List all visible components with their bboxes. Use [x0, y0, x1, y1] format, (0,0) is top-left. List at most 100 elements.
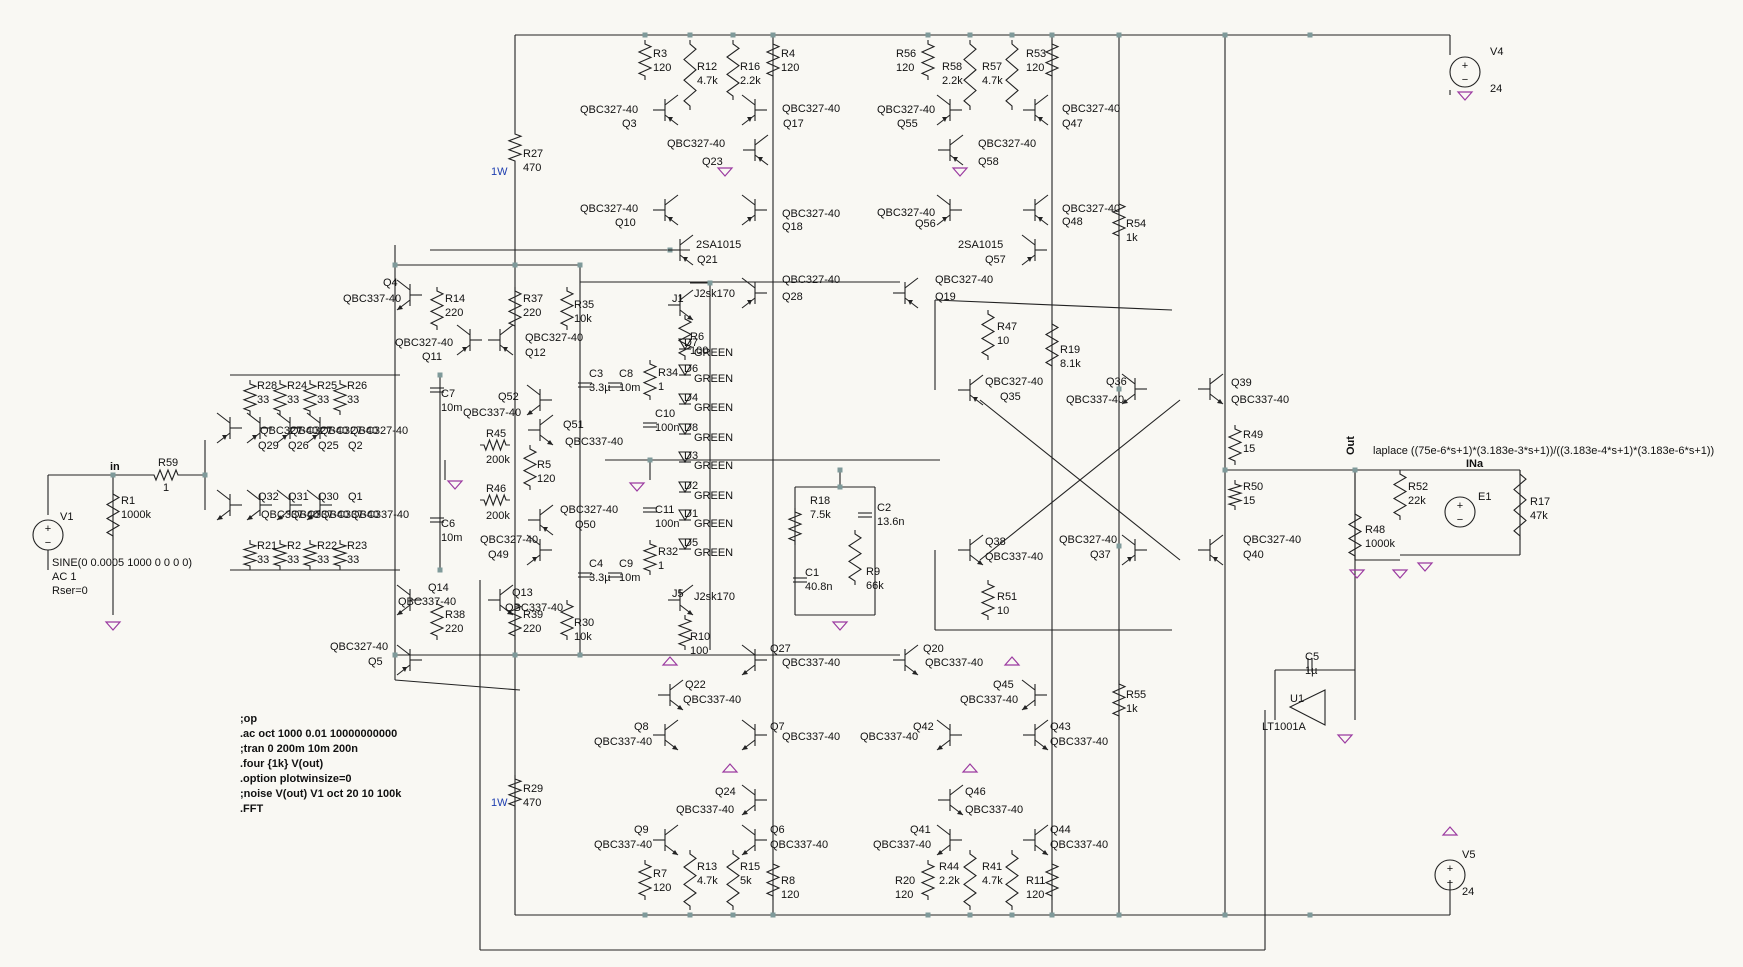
resistor-r58[interactable] [963, 40, 977, 110]
resistor-r25[interactable] [302, 380, 318, 415]
resistor-r16[interactable] [726, 40, 740, 100]
resistor-r45[interactable] [480, 438, 510, 452]
transistor-q9[interactable] [653, 824, 679, 856]
transistor-q18[interactable] [741, 194, 767, 226]
resistor-r5[interactable] [522, 445, 538, 490]
transistor-q41[interactable] [936, 824, 962, 856]
transistor-q25[interactable] [276, 412, 302, 444]
capacitor-c3[interactable] [578, 382, 592, 388]
resistor-r13[interactable] [683, 850, 697, 910]
transistor-q13[interactable] [488, 584, 514, 616]
transistor-q7[interactable] [741, 719, 767, 751]
resistor-r14[interactable] [429, 287, 445, 330]
resistor-r15[interactable] [726, 850, 740, 910]
resistor-r48[interactable] [1347, 510, 1363, 560]
diode-d8[interactable] [678, 423, 692, 436]
transistor-q38[interactable] [958, 534, 984, 566]
resistor-r9[interactable] [847, 530, 863, 585]
resistor-r29[interactable] [507, 775, 523, 810]
capacitor-c6[interactable] [430, 517, 444, 523]
jfet-j5[interactable] [668, 584, 694, 616]
dependent-source-e1[interactable]: +− [1444, 496, 1476, 528]
resistor-r10[interactable] [677, 615, 693, 650]
transistor-q55[interactable] [936, 94, 962, 126]
transistor-q29[interactable] [216, 412, 242, 444]
resistor-r39[interactable] [507, 600, 523, 640]
resistor-r32[interactable] [642, 540, 658, 575]
capacitor-c4[interactable] [578, 572, 592, 578]
resistor-r3[interactable] [637, 40, 653, 80]
resistor-r54[interactable] [1111, 200, 1127, 240]
transistor-q5[interactable] [396, 644, 422, 676]
transistor-q22[interactable] [658, 679, 684, 711]
transistor-q51[interactable] [528, 414, 554, 446]
transistor-q58[interactable] [938, 134, 964, 166]
resistor-r22[interactable] [302, 540, 318, 570]
transistor-q35[interactable] [958, 374, 984, 406]
transistor-q39[interactable] [1198, 373, 1224, 405]
resistor-r21[interactable] [242, 540, 258, 570]
transistor-q11[interactable] [456, 324, 482, 356]
transistor-q24[interactable] [741, 784, 767, 816]
transistor-q42[interactable] [936, 719, 962, 751]
transistor-q46[interactable] [938, 784, 964, 816]
diode-d6[interactable] [678, 364, 692, 377]
transistor-q48[interactable] [1023, 194, 1049, 226]
transistor-q12[interactable] [488, 324, 514, 356]
transistor-q8[interactable] [653, 719, 679, 751]
resistor-r59[interactable] [150, 468, 182, 482]
capacitor-c2[interactable] [858, 512, 872, 518]
transistor-q45[interactable] [1021, 679, 1047, 711]
resistor-r7[interactable] [637, 860, 653, 900]
transistor-q57[interactable] [1021, 234, 1047, 266]
transistor-q6[interactable] [741, 824, 767, 856]
resistor-r52[interactable] [1392, 470, 1408, 520]
transistor-q19[interactable] [893, 277, 919, 309]
resistor-r35[interactable] [559, 287, 575, 330]
resistor-r57[interactable] [1005, 40, 1019, 110]
transistor-q36[interactable] [1121, 373, 1147, 405]
resistor-r23[interactable] [332, 540, 348, 570]
transistor-q23[interactable] [743, 134, 769, 166]
resistor-r18[interactable] [787, 508, 803, 545]
diode-d5[interactable] [678, 538, 692, 551]
transistor-q56[interactable] [936, 194, 962, 226]
diode-d3[interactable] [678, 451, 692, 464]
resistor-r24[interactable] [272, 380, 288, 415]
resistor-r41[interactable] [1005, 850, 1019, 910]
resistor-r1[interactable] [105, 490, 121, 540]
resistor-r55[interactable] [1111, 680, 1127, 720]
resistor-r6[interactable] [677, 315, 693, 360]
voltage-source-v4[interactable]: +− [1449, 56, 1481, 88]
resistor-r11[interactable] [1044, 860, 1060, 900]
transistor-q4[interactable] [396, 279, 422, 311]
capacitor-c10[interactable] [643, 422, 657, 428]
transistor-q10[interactable] [653, 194, 679, 226]
transistor-q52[interactable] [526, 384, 552, 416]
transistor-q27[interactable] [741, 644, 767, 676]
resistor-r44[interactable] [963, 850, 977, 910]
resistor-r49[interactable] [1227, 425, 1243, 465]
transistor-q1[interactable] [306, 489, 332, 521]
capacitor-c9[interactable] [608, 572, 622, 578]
transistor-q40[interactable] [1198, 534, 1224, 566]
diode-d4[interactable] [678, 393, 692, 406]
transistor-q2[interactable] [306, 412, 332, 444]
resistor-r30[interactable] [559, 600, 575, 640]
resistor-r2[interactable] [272, 540, 288, 570]
transistor-q31[interactable] [246, 489, 272, 521]
diode-d7[interactable] [678, 338, 692, 351]
capacitor-c1[interactable] [793, 577, 807, 583]
resistor-r19[interactable] [1044, 320, 1060, 370]
resistor-r46[interactable] [480, 493, 510, 507]
transistor-q50[interactable] [528, 504, 554, 536]
capacitor-c8[interactable] [608, 382, 622, 388]
resistor-r17[interactable] [1513, 470, 1527, 540]
transistor-q43[interactable] [1023, 719, 1049, 751]
transistor-q30[interactable] [276, 489, 302, 521]
transistor-q3[interactable] [653, 94, 679, 126]
resistor-r34[interactable] [642, 360, 658, 400]
resistor-r38[interactable] [429, 600, 445, 640]
resistor-r28[interactable] [242, 380, 258, 415]
